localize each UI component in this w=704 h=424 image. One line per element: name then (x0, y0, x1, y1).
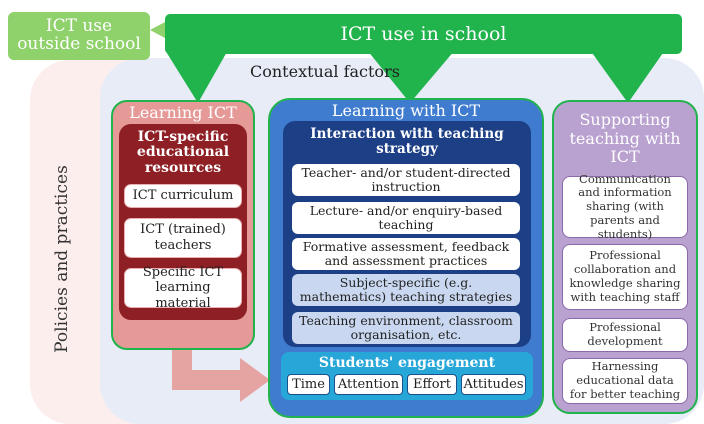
ict-material-box: Specific ICT learning material (124, 265, 242, 311)
engagement-effort: Effort (407, 374, 457, 395)
support-item: Professional development (562, 318, 688, 352)
outside-school-label: ICT use outside school (17, 16, 141, 54)
strategy-item: Formative assessment, feedback and asses… (292, 238, 520, 270)
ict-resources-header: ICT-specific educational resources (136, 128, 230, 176)
support-item: Harnessing educational data for better t… (562, 358, 688, 404)
policies-label: Policies and practices (52, 165, 72, 353)
engagement-time: Time (287, 374, 330, 395)
strategy-item: Teacher- and/or student-directed instruc… (292, 164, 520, 196)
engagement-attention: Attention (334, 374, 403, 395)
ict-teachers-box: ICT (trained) teachers (124, 218, 242, 258)
engagement-title: Students' engagement (318, 355, 496, 371)
down-arrow-left (165, 50, 228, 103)
engagement-attitudes: Attitudes (461, 374, 526, 395)
learning-ict-title: Learning ICT (129, 102, 237, 122)
learning-with-ict-title: Learning with ICT (331, 100, 481, 120)
strategy-item: Teaching environment, classroom organisa… (292, 312, 520, 344)
ict-curriculum-box: ICT curriculum (124, 184, 242, 208)
strategy-item: Lecture- and/or enquiry-based teaching (292, 202, 520, 234)
support-item: Communication and information sharing (w… (562, 172, 688, 241)
supporting-title: Supporting teaching with ICT (569, 110, 681, 167)
in-school-bar: ICT use in school (165, 14, 682, 54)
down-arrow-middle (367, 50, 455, 103)
strategy-item: Subject-specific (e.g. mathematics) teac… (292, 274, 520, 306)
outside-school-box: ICT use outside school (8, 12, 150, 60)
teaching-strategy-header: Interaction with teaching strategy (310, 126, 504, 157)
contextual-factors-label: Contextual factors (250, 62, 400, 81)
down-arrow-right (590, 50, 665, 103)
teaching-strategy-panel (283, 121, 531, 347)
in-school-label: ICT use in school (340, 23, 507, 45)
pink-bottom-arrow (172, 318, 270, 402)
support-item: Professional collaboration and knowledge… (562, 244, 688, 310)
